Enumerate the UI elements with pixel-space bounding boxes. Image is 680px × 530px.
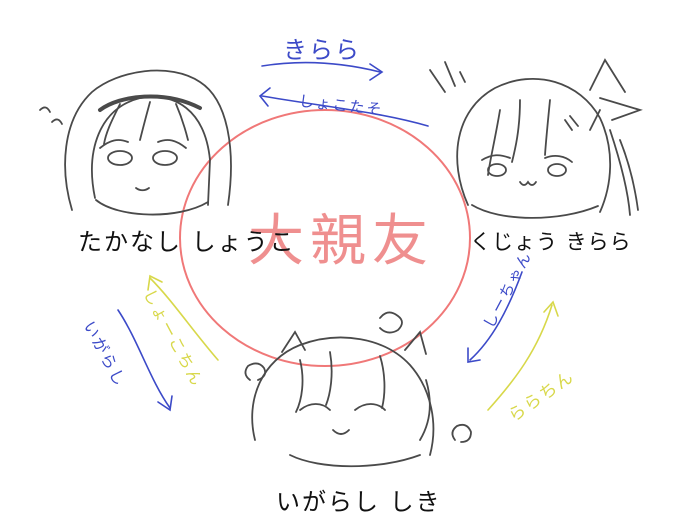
shouko-head-sketch: [39, 69, 232, 216]
name-kirara: くじょう きらら: [470, 230, 632, 254]
friendship-circle: [179, 109, 471, 367]
name-shouko: たかなし しょうこ: [78, 228, 296, 256]
name-shiki: いがらし しき: [276, 488, 442, 516]
arrow-kirara-to-shiki: [469, 271, 523, 361]
arrow-shiki-to-kirara: [487, 304, 553, 411]
arrow-shouko-to-kirara: [261, 61, 381, 73]
kirara-head-sketch: [429, 58, 643, 219]
shiki-head-sketch: [244, 311, 472, 468]
friendship-title: 大親友: [248, 209, 434, 274]
relation-arrows: [117, 61, 559, 412]
arrow-kirara-to-shouko: [261, 95, 429, 127]
arrow-shouko-to-shiki: [117, 309, 171, 409]
nickname-kirara-by-shouko: きらら: [283, 36, 361, 64]
arrow-shiki-to-shouko: [149, 277, 219, 361]
